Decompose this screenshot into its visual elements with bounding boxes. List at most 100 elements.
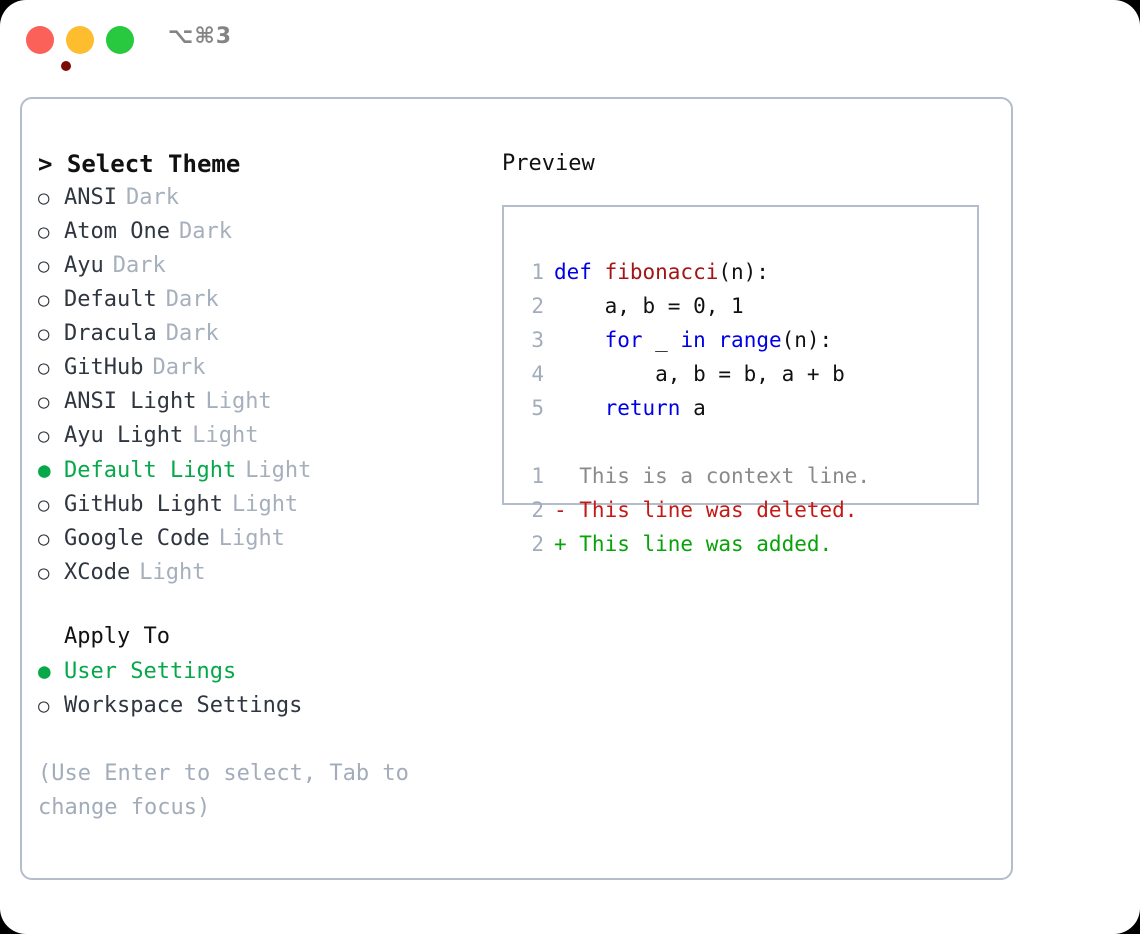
radio-unselected-icon: ○ xyxy=(38,528,50,550)
theme-option-variant: Dark xyxy=(165,321,219,346)
radio-unselected-icon: ○ xyxy=(38,695,50,717)
diff-line-text: This is a context line. xyxy=(554,464,871,488)
code-line-text: a, b = b, a + b xyxy=(554,357,845,391)
theme-option-variant: Dark xyxy=(112,253,166,278)
apply-to-option-user-settings[interactable]: ● User Settings xyxy=(38,654,478,689)
code-token: fibonacci xyxy=(604,260,719,284)
theme-option-google-code[interactable]: ○ Google Code Light xyxy=(38,522,478,556)
recording-indicator-dot xyxy=(61,61,71,71)
code-line: 5 return a xyxy=(518,391,870,425)
apply-to-label: Apply To xyxy=(64,624,170,649)
theme-option-label: Default Light xyxy=(64,458,237,483)
diff-line: 1 This is a context line. xyxy=(518,459,870,493)
apply-to-option-label: Workspace Settings xyxy=(64,693,303,718)
radio-unselected-icon: ○ xyxy=(38,494,50,516)
theme-option-default[interactable]: ○ Default Dark xyxy=(38,283,478,317)
code-line-number: 3 xyxy=(531,328,544,352)
theme-option-xcode[interactable]: ○ XCode Light xyxy=(38,556,478,590)
theme-option-label: Dracula xyxy=(64,321,157,346)
code-token: a xyxy=(680,396,706,420)
code-token: range xyxy=(718,328,782,352)
theme-option-github[interactable]: ○ GitHub Dark xyxy=(38,351,478,385)
code-token: def xyxy=(554,260,605,284)
window-titlebar: ⌥⌘3 xyxy=(0,0,1140,76)
theme-option-label: ANSI Light xyxy=(64,389,197,414)
maximize-window-button[interactable] xyxy=(106,26,134,54)
radio-selected-icon: ● xyxy=(38,458,51,482)
theme-option-label: Ayu xyxy=(64,253,104,278)
theme-option-ayu[interactable]: ○ Ayu Dark xyxy=(38,249,478,283)
code-line: 4 a, b = b, a + b xyxy=(518,357,870,391)
apply-to-section: Apply To ● User Settings ○ Workspace Settin… xyxy=(38,620,478,723)
diff-line-number: 2 xyxy=(531,532,544,556)
code-line-number: 2 xyxy=(531,294,544,318)
code-line-number: 4 xyxy=(531,362,544,386)
theme-option-label: Default xyxy=(64,287,157,312)
code-token xyxy=(706,328,719,352)
radio-unselected-icon: ○ xyxy=(38,255,50,277)
radio-unselected-icon: ○ xyxy=(38,562,50,584)
radio-unselected-icon: ○ xyxy=(38,425,50,447)
theme-option-dracula[interactable]: ○ Dracula Dark xyxy=(38,317,478,351)
diff-line-number: 1 xyxy=(531,464,544,488)
apply-to-option-label: User Settings xyxy=(64,659,237,684)
code-line: 2 a, b = 0, 1 xyxy=(518,289,870,323)
theme-option-variant: Light xyxy=(205,389,272,414)
radio-selected-icon: ● xyxy=(38,659,51,683)
close-window-button[interactable] xyxy=(26,26,71,71)
theme-option-variant: Light xyxy=(139,560,206,585)
theme-option-label: ANSI xyxy=(64,185,117,210)
radio-unselected-icon: ○ xyxy=(38,391,50,413)
code-line-number: 5 xyxy=(531,396,544,420)
radio-unselected-icon: ○ xyxy=(38,357,50,379)
radio-unselected-icon: ○ xyxy=(38,289,50,311)
keyboard-shortcut-label: ⌥⌘3 xyxy=(168,24,233,49)
theme-option-variant: Light xyxy=(218,526,285,551)
theme-option-variant: Dark xyxy=(152,355,206,380)
theme-option-label: XCode xyxy=(64,560,131,585)
code-line-text: a, b = 0, 1 xyxy=(554,289,744,323)
code-token xyxy=(554,328,605,352)
code-diff-separator xyxy=(518,425,870,459)
diff-line-number: 2 xyxy=(531,498,544,522)
code-token xyxy=(554,396,605,420)
page-title: > Select Theme xyxy=(38,150,241,178)
theme-option-label: Google Code xyxy=(64,526,210,551)
theme-option-variant: Dark xyxy=(178,219,232,244)
theme-option-variant: Dark xyxy=(125,185,179,210)
code-token: return xyxy=(604,396,681,420)
code-token: for xyxy=(604,328,643,352)
theme-option-label: Atom One xyxy=(64,219,170,244)
code-token: a, b = 0, 1 xyxy=(554,294,744,318)
code-token: in xyxy=(680,328,706,352)
theme-option-variant: Light xyxy=(192,423,259,448)
diff-line: 2- This line was deleted. xyxy=(518,493,870,527)
code-token: (n): xyxy=(781,328,833,352)
theme-option-label: GitHub xyxy=(64,355,144,380)
apply-to-option-workspace-settings[interactable]: ○ Workspace Settings xyxy=(38,689,478,723)
radio-unselected-icon: ○ xyxy=(38,187,50,209)
theme-option-variant: Dark xyxy=(165,287,219,312)
theme-option-variant: Light xyxy=(245,458,312,483)
radio-unselected-icon: ○ xyxy=(38,323,50,345)
theme-option-ansi-light[interactable]: ○ ANSI Light Light xyxy=(38,385,478,419)
theme-option-ansi[interactable]: ○ ANSI Dark xyxy=(38,181,478,215)
code-line-text: for _ in range(n): xyxy=(554,323,833,357)
code-token: a, b = b, a + b xyxy=(554,362,845,386)
code-line-text: def fibonacci(n): xyxy=(554,255,769,289)
diff-line: 2+ This line was added. xyxy=(518,527,870,561)
code-token: (n): xyxy=(718,260,769,284)
code-line: 3 for _ in range(n): xyxy=(518,323,870,357)
minimize-window-button[interactable] xyxy=(66,26,94,54)
theme-option-default-light[interactable]: ● Default Light Light xyxy=(38,453,478,488)
